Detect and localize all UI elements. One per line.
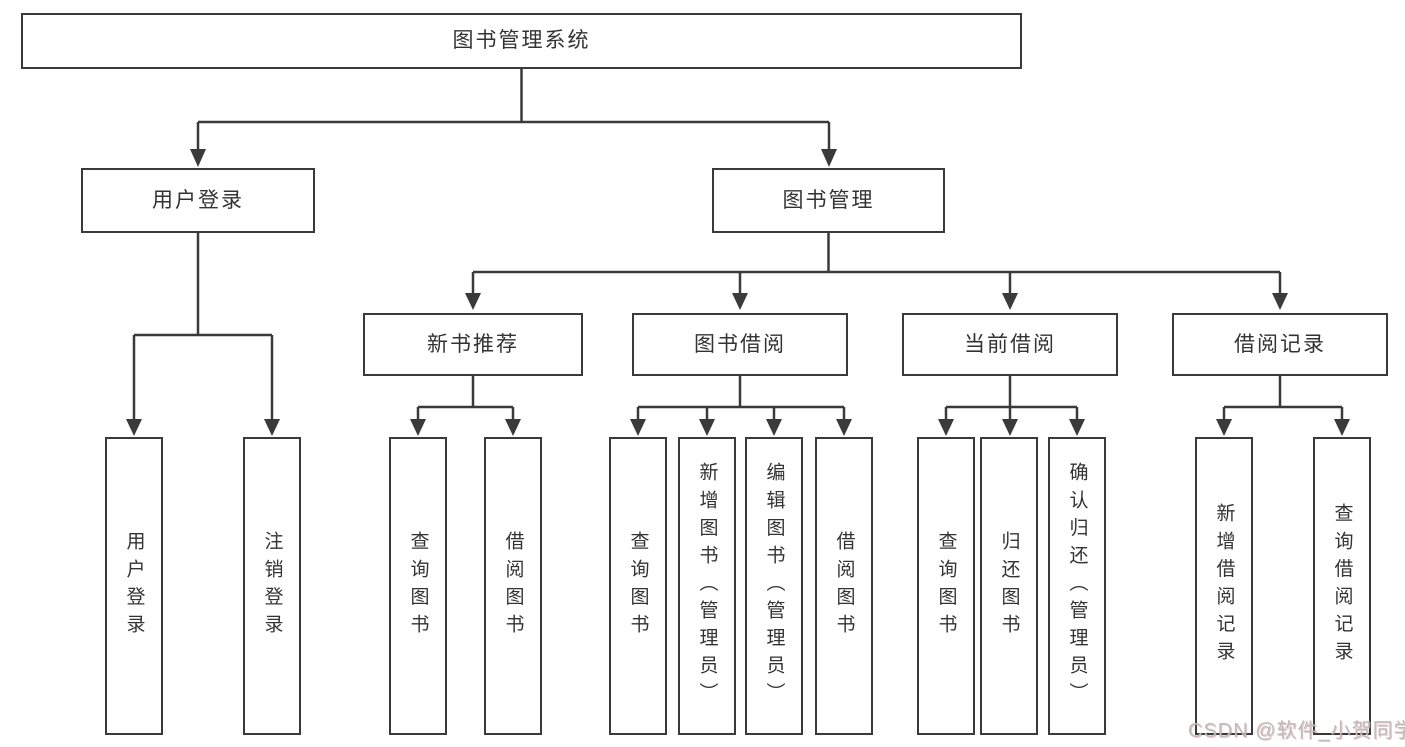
node-label: 查询图书 (407, 530, 429, 642)
node-new-book-recommend: 新书推荐 (363, 313, 583, 376)
node-label: 编辑图书（管理员） (763, 462, 785, 710)
leaf-confirm-return-admin: 确认归还（管理员） (1048, 437, 1106, 735)
leaf-query-borrow-record: 查询借阅记录 (1313, 437, 1371, 735)
leaf-add-borrow-record: 新增借阅记录 (1195, 437, 1253, 735)
node-label: 图书管理 (782, 188, 875, 212)
leaf-borrow-books: 借阅图书 (815, 437, 873, 735)
node-user-login: 用户登录 (81, 168, 315, 233)
node-label: 图书管理系统 (452, 29, 591, 53)
leaf-edit-books-admin: 编辑图书（管理员） (745, 437, 803, 735)
leaf-return-books: 归还图书 (980, 437, 1038, 735)
node-label: 用户登录 (123, 530, 145, 642)
node-label: 当前借阅 (964, 332, 1056, 356)
node-label: 借阅图书 (502, 530, 524, 642)
leaf-borrow-books-recommend: 借阅图书 (484, 437, 542, 735)
node-library-management-system: 图书管理系统 (21, 13, 1022, 69)
node-label: 归还图书 (998, 530, 1020, 642)
node-label: 查询图书 (627, 530, 649, 642)
node-label: 新增图书（管理员） (696, 462, 718, 710)
node-label: 新书推荐 (427, 332, 519, 356)
node-book-management: 图书管理 (712, 168, 945, 233)
leaf-query-books-current: 查询图书 (917, 437, 975, 735)
leaf-query-books-recommend: 查询图书 (389, 437, 447, 735)
node-label: 新增借阅记录 (1213, 503, 1235, 669)
node-label: 图书借阅 (694, 332, 786, 356)
node-book-borrow: 图书借阅 (632, 313, 848, 376)
node-label: 注销登录 (261, 530, 283, 642)
node-current-borrow: 当前借阅 (902, 313, 1118, 376)
csdn-watermark: CSDN @软件_小贺同学 (1188, 720, 1405, 742)
leaf-query-books-borrow: 查询图书 (609, 437, 667, 735)
node-label: 用户登录 (152, 188, 244, 212)
node-label: 借阅图书 (833, 530, 855, 642)
node-label: 查询图书 (935, 530, 957, 642)
leaf-user-login: 用户登录 (105, 437, 163, 735)
node-borrow-records: 借阅记录 (1172, 313, 1388, 376)
leaf-logout: 注销登录 (243, 437, 301, 735)
leaf-add-books-admin: 新增图书（管理员） (678, 437, 736, 735)
node-label: 借阅记录 (1234, 332, 1326, 356)
node-label: 确认归还（管理员） (1066, 462, 1088, 710)
node-label: 查询借阅记录 (1331, 503, 1353, 669)
